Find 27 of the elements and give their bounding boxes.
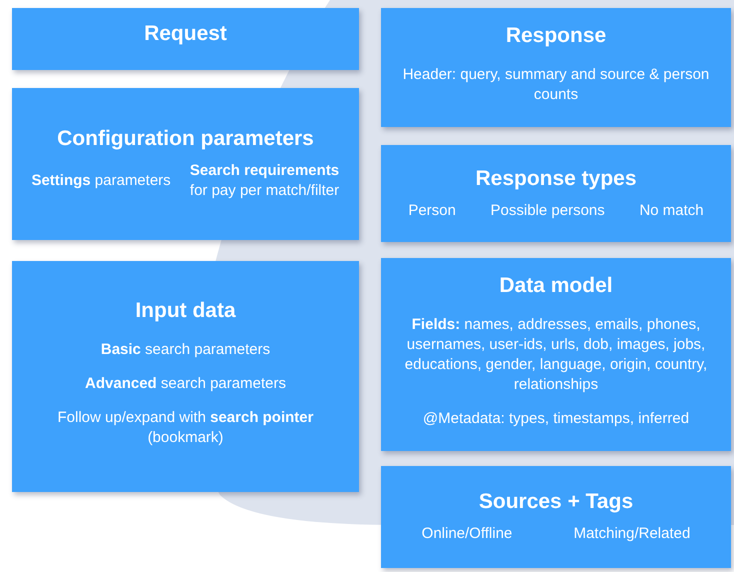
card-text: Settings parameters <box>31 171 171 191</box>
card-title: Response types <box>475 166 637 190</box>
card-text: Fields: names, addresses, emails, phones, usernames, user-ids, urls, dob, images, jobs, educations, gender, language, origin, country, relationships <box>404 314 708 394</box>
card-title: Data model <box>499 274 613 298</box>
info-card <box>12 8 359 70</box>
info-card <box>381 145 731 242</box>
info-card <box>381 466 731 568</box>
card-title: Configuration parameters <box>57 127 314 151</box>
info-card <box>381 258 731 451</box>
card-title: Input data <box>135 298 236 322</box>
card-text: Advanced search parameters <box>85 374 286 394</box>
card-text: Header: query, summary and source & person counts <box>402 64 710 104</box>
card-text: @Metadata: types, timestamps, inferred <box>422 408 690 428</box>
info-card <box>381 8 731 127</box>
card-text: Possible persons <box>490 200 605 220</box>
info-card <box>12 88 359 240</box>
card-text: Search requirements for pay per match/filter <box>190 161 340 201</box>
info-card <box>12 261 359 492</box>
card-title: Response <box>506 24 606 48</box>
card-text: Person <box>408 200 456 220</box>
card-text: Online/Offline <box>422 524 512 544</box>
card-title: Request <box>144 22 227 46</box>
card-text: No match <box>639 200 704 220</box>
card-text: Matching/Related <box>574 524 690 544</box>
card-title: Sources + Tags <box>478 490 634 514</box>
card-text: Basic search parameters <box>100 340 270 360</box>
card-text: Follow up/expand with search pointer (bookmark) <box>56 408 314 448</box>
